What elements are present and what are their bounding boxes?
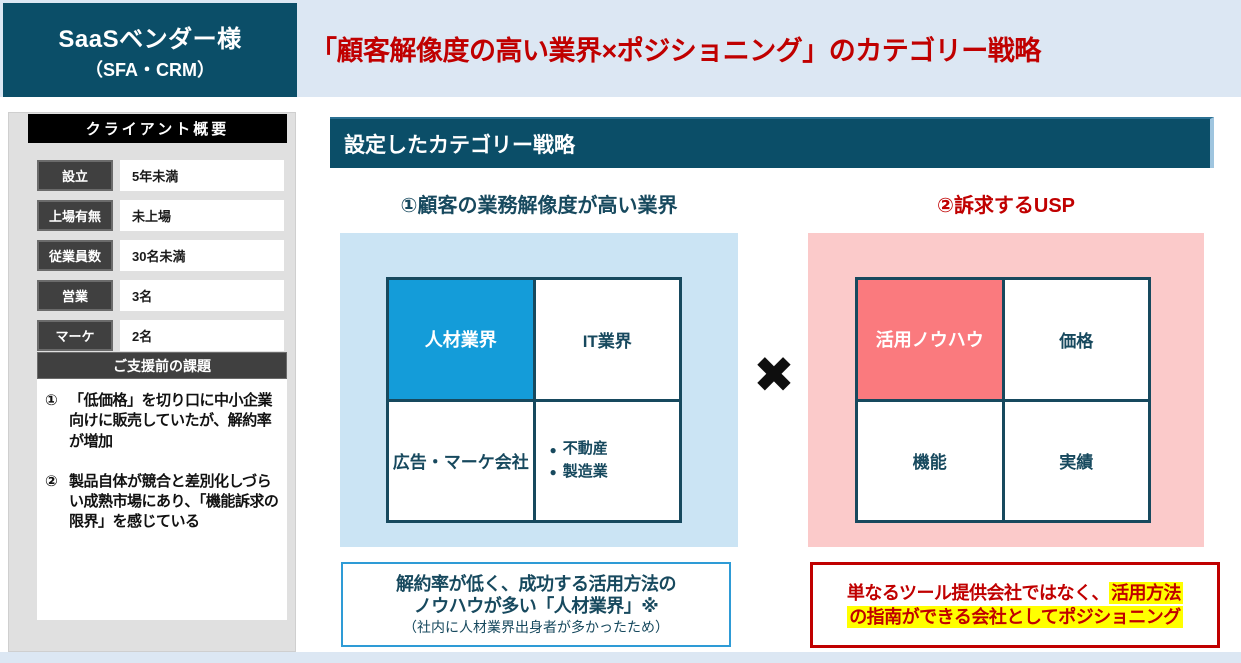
positioning-note-line2: の指南ができる会社としてポジショニング — [847, 605, 1183, 629]
issue-item-1: ① 「低価格」を切り口に中小企業向けに販売していたが、解約率が増加 — [45, 391, 279, 452]
client-row-label-marketing: マーケ — [37, 320, 113, 351]
usp-cell-knowhow: 活用ノウハウ — [858, 280, 1002, 399]
client-row-label-employees: 従業員数 — [37, 240, 113, 271]
industry-cell-hr: 人材業界 — [389, 280, 533, 399]
client-row-label-founded: 設立 — [37, 160, 113, 191]
positioning-note-box: 単なるツール提供会社ではなく、活用方法 の指南ができる会社としてポジショニング — [810, 562, 1220, 648]
issue-number-1: ① — [45, 392, 58, 409]
industry-note-line1: 解約率が低く、成功する活用方法の — [396, 573, 677, 594]
client-header-box: SaaSベンダー様 （SFA・CRM） — [3, 3, 297, 97]
client-row-value-sales: 3名 — [120, 280, 284, 311]
industry-note-line3: （社内に人材業界出身者が多かったため） — [403, 618, 669, 635]
multiply-cross-icon: ✖ — [753, 347, 795, 403]
usp-cell-function: 機能 — [858, 401, 1002, 520]
section-title-bar: 設定したカテゴリー戦略 — [330, 117, 1214, 168]
issue-text-1: 「低価格」を切り口に中小企業向けに販売していたが、解約率が増加 — [69, 392, 273, 450]
client-overview-header: クライアント概要 — [28, 114, 287, 143]
industry-note-box: 解約率が低く、成功する活用方法の ノウハウが多い「人材業界」※ （社内に人材業界… — [341, 562, 731, 647]
issue-text-2: 製品自体が競合と差別化しづらい成熟市場にあり、「機能訴求の限界」を感じている — [69, 472, 279, 531]
industry-bullet-manufacturing: ● 製造業 — [550, 461, 608, 484]
client-product: （SFA・CRM） — [85, 59, 215, 80]
issue-number-2: ② — [45, 472, 58, 490]
positioning-note-plain: 単なるツール提供会社ではなく、 — [846, 582, 1110, 603]
usp-cell-price: 価格 — [1004, 280, 1148, 399]
industry-note-line2: ノウハウが多い「人材業界」※ — [413, 596, 659, 617]
industry-cell-it: IT業界 — [535, 280, 679, 399]
client-row-value-employees: 30名未満 — [120, 240, 284, 271]
industry-bullet-manufacturing-label: 製造業 — [562, 462, 608, 480]
usp-column-heading: ②訴求するUSP — [936, 194, 1076, 217]
issue-item-2: ② 製品自体が競合と差別化しづらい成熟市場にあり、「機能訴求の限界」を感じている — [45, 472, 279, 533]
page-title: 「顧客解像度の高い業界×ポジショニング」のカテゴリー戦略 — [310, 36, 1041, 66]
positioning-note-highlight2: の指南ができる会社としてポジショニング — [847, 606, 1183, 628]
client-row-label-sales: 営業 — [37, 280, 113, 311]
industry-matrix: 人材業界 IT業界 広告・マーケ会社 ● 不動産 ● 製造業 — [386, 277, 682, 523]
bullet-icon: ● — [549, 442, 557, 457]
usp-cell-results: 実績 — [1004, 401, 1148, 520]
client-row-value-listed: 未上場 — [120, 200, 284, 231]
industry-bullet-realestate: ● 不動産 — [550, 438, 608, 461]
client-name: SaaSベンダー様 — [58, 25, 242, 53]
industry-bullet-realestate-label: 不動産 — [562, 440, 608, 458]
industry-cell-others: ● 不動産 ● 製造業 — [535, 401, 679, 520]
client-row-label-listed: 上場有無 — [37, 200, 113, 231]
positioning-note-highlight1: 活用方法 — [1109, 581, 1184, 604]
issues-body: ① 「低価格」を切り口に中小企業向けに販売していたが、解約率が増加 ② 製品自体… — [37, 379, 287, 620]
positioning-note-line1: 単なるツール提供会社ではなく、活用方法 — [846, 581, 1184, 605]
issues-header: ご支援前の課題 — [37, 352, 287, 379]
industry-cell-ad-marketing: 広告・マーケ会社 — [389, 401, 533, 520]
bullet-icon: ● — [549, 465, 557, 479]
client-row-value-founded: 5年未満 — [120, 160, 284, 191]
client-row-value-marketing: 2名 — [120, 320, 284, 351]
industry-column-heading: ①顧客の業務解像度が高い業界 — [400, 194, 678, 217]
usp-matrix: 活用ノウハウ 価格 機能 実績 — [855, 277, 1151, 523]
